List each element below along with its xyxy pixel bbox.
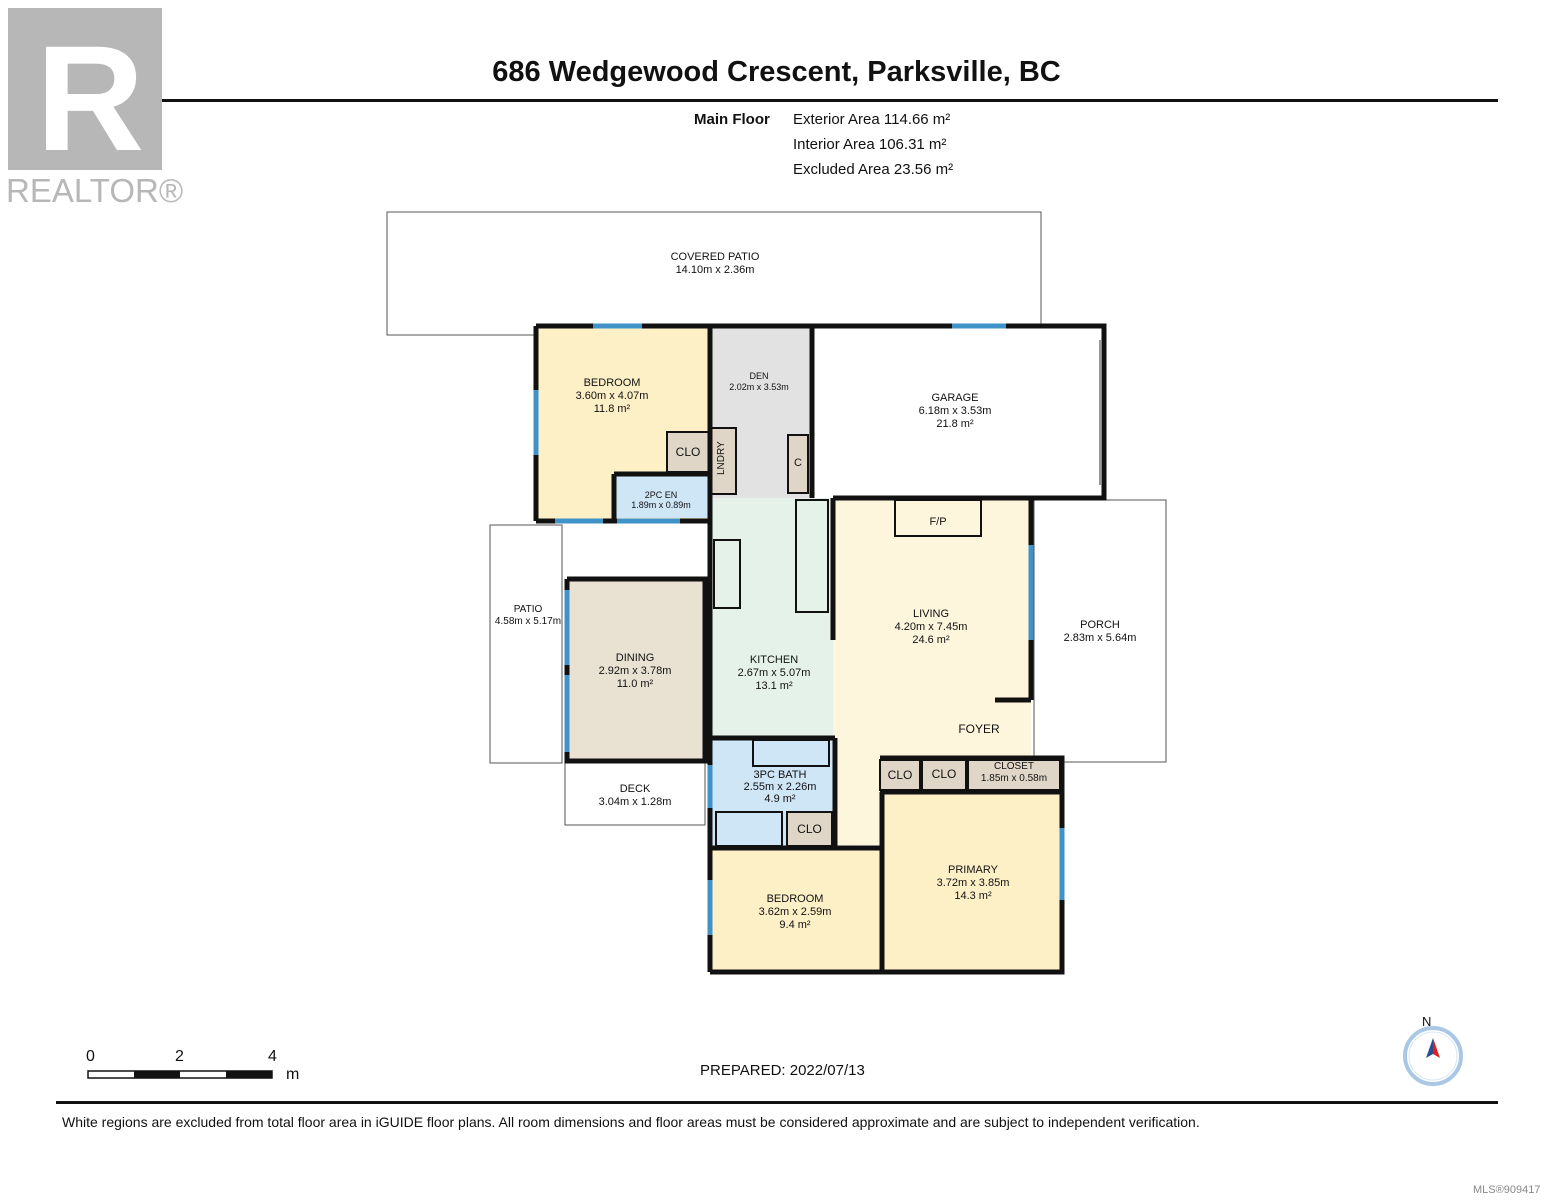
header-divider — [56, 99, 1498, 102]
room-name: KITCHEN — [749, 654, 799, 666]
room-dining: DINING 2.92m x 3.78m 11.0 m² — [570, 652, 700, 691]
clo4-fill — [922, 760, 966, 790]
room-lndry: LNDRY — [716, 441, 727, 475]
room-area: 21.8 m² — [936, 418, 974, 430]
room-en2pc: 2PC EN 1.89m x 0.89m — [616, 490, 706, 510]
room-primary: PRIMARY 3.72m x 3.85m 14.3 m² — [908, 864, 1038, 903]
room-name: BEDROOM — [766, 893, 824, 905]
compass-icon — [1403, 1026, 1463, 1086]
room-area: 4.9 m² — [764, 793, 796, 805]
room-porch: PORCH 2.83m x 5.64m — [1040, 619, 1160, 645]
en2pc-fill — [614, 474, 710, 518]
room-clo3: CLO — [887, 768, 913, 782]
room-area: 14.3 m² — [954, 890, 992, 902]
interior-area: Interior Area 106.31 m² — [793, 136, 947, 153]
room-area: 11.8 m² — [593, 403, 631, 415]
room-closet: CLOSET 1.85m x 0.58m — [968, 761, 1060, 785]
floor-label: Main Floor — [694, 111, 770, 128]
room-dims: 2.92m x 3.78m — [598, 665, 672, 677]
room-kitchen: KITCHEN 2.67m x 5.07m 13.1 m² — [714, 654, 834, 693]
room-name: LIVING — [912, 608, 950, 620]
room-name: CLOSET — [993, 761, 1034, 772]
room-name: PATIO — [513, 604, 543, 615]
realtor-wordmark: REALTOR® — [6, 172, 183, 209]
room-garage: GARAGE 6.18m x 3.53m 21.8 m² — [885, 392, 1025, 431]
room-bath3pc: 3PC BATH 2.55m x 2.26m 4.9 m² — [725, 769, 835, 805]
room-name: DEN — [749, 371, 769, 381]
primary-fill — [884, 792, 1062, 972]
living-fill — [833, 498, 1034, 845]
scale-bar — [87, 1070, 273, 1079]
room-clo1: CLO — [675, 445, 701, 459]
scale-tick-2: 2 — [175, 1048, 184, 1065]
room-dims: 1.89m x 0.89m — [631, 500, 691, 510]
room-bedroom1: BEDROOM 3.60m x 4.07m 11.8 m² — [542, 377, 682, 416]
room-dims: 3.62m x 2.59m — [758, 906, 832, 918]
room-area: 9.4 m² — [779, 919, 811, 931]
room-name: PRIMARY — [948, 864, 998, 876]
room-covered-patio: COVERED PATIO 14.10m x 2.36m — [600, 251, 830, 277]
clo1-fill — [667, 432, 709, 472]
room-dims: 3.72m x 3.85m — [936, 877, 1010, 889]
room-dims: 1.85m x 0.58m — [980, 773, 1048, 784]
compass-north-label: N — [1422, 1014, 1432, 1029]
room-dims: 6.18m x 3.53m — [918, 405, 992, 417]
room-area: 13.1 m² — [755, 680, 793, 692]
room-den: DEN 2.02m x 3.53m — [714, 371, 804, 393]
room-foyer: FOYER — [958, 722, 1000, 736]
dining-fill — [567, 579, 705, 761]
realtor-logo: R — [8, 8, 162, 182]
exterior-area: Exterior Area 114.66 m² — [793, 111, 951, 128]
room-area: 24.6 m² — [912, 634, 950, 646]
bedroom2-fill — [710, 848, 882, 972]
c-fill — [788, 435, 808, 493]
fireplace-label: F/P — [929, 516, 947, 528]
inner-walls — [666, 427, 1061, 847]
room-dims: 2.83m x 5.64m — [1063, 632, 1137, 644]
room-dims: 3.04m x 1.28m — [598, 796, 672, 808]
room-name: COVERED PATIO — [670, 251, 760, 263]
room-dims: 2.02m x 3.53m — [729, 382, 789, 392]
clo2-fill — [787, 812, 832, 846]
room-name: 2PC EN — [644, 490, 678, 500]
room-name: GARAGE — [931, 392, 979, 404]
prepared-date: PREPARED: 2022/07/13 — [700, 1062, 865, 1079]
room-bedroom2: BEDROOM 3.62m x 2.59m 9.4 m² — [730, 893, 860, 932]
room-dims: 2.55m x 2.26m — [743, 781, 817, 793]
room-name: 3PC BATH — [753, 769, 807, 781]
closet-fill — [968, 760, 1060, 790]
room-c: C — [794, 457, 802, 469]
disclaimer: White regions are excluded from total fl… — [62, 1114, 1200, 1130]
mls-number: MLS®909417 — [1473, 1184, 1541, 1196]
room-name: PORCH — [1080, 619, 1120, 631]
room-area: 11.0 m² — [616, 678, 654, 690]
page-title: 686 Wedgewood Crescent, Parksville, BC — [492, 56, 1061, 88]
room-name: BEDROOM — [583, 377, 641, 389]
room-dims: 4.20m x 7.45m — [894, 621, 968, 633]
room-living: LIVING 4.20m x 7.45m 24.6 m² — [866, 608, 996, 647]
room-name: DINING — [615, 652, 655, 664]
scale-unit: m — [286, 1066, 300, 1083]
lndry-fill — [710, 428, 736, 494]
footer-divider — [56, 1101, 1498, 1104]
room-name: DECK — [619, 783, 651, 795]
room-dims: 14.10m x 2.36m — [675, 264, 755, 276]
windows — [533, 323, 1065, 935]
room-dims: 3.60m x 4.07m — [575, 390, 649, 402]
room-clo2: CLO — [797, 822, 822, 836]
room-dims: 4.58m x 5.17m — [494, 616, 562, 627]
kitchen-fill — [710, 498, 833, 738]
clo3-fill — [880, 760, 920, 790]
svg-text:R: R — [36, 14, 144, 182]
scale-tick-4: 4 — [268, 1048, 277, 1065]
room-deck: DECK 3.04m x 1.28m — [570, 783, 700, 809]
room-dims: 2.67m x 5.07m — [737, 667, 811, 679]
excluded-area: Excluded Area 23.56 m² — [793, 161, 954, 178]
garage-fill — [812, 326, 1104, 496]
room-patio: PATIO 4.58m x 5.17m — [490, 604, 566, 628]
room-clo4: CLO — [931, 767, 957, 781]
scale-tick-0: 0 — [86, 1048, 95, 1065]
